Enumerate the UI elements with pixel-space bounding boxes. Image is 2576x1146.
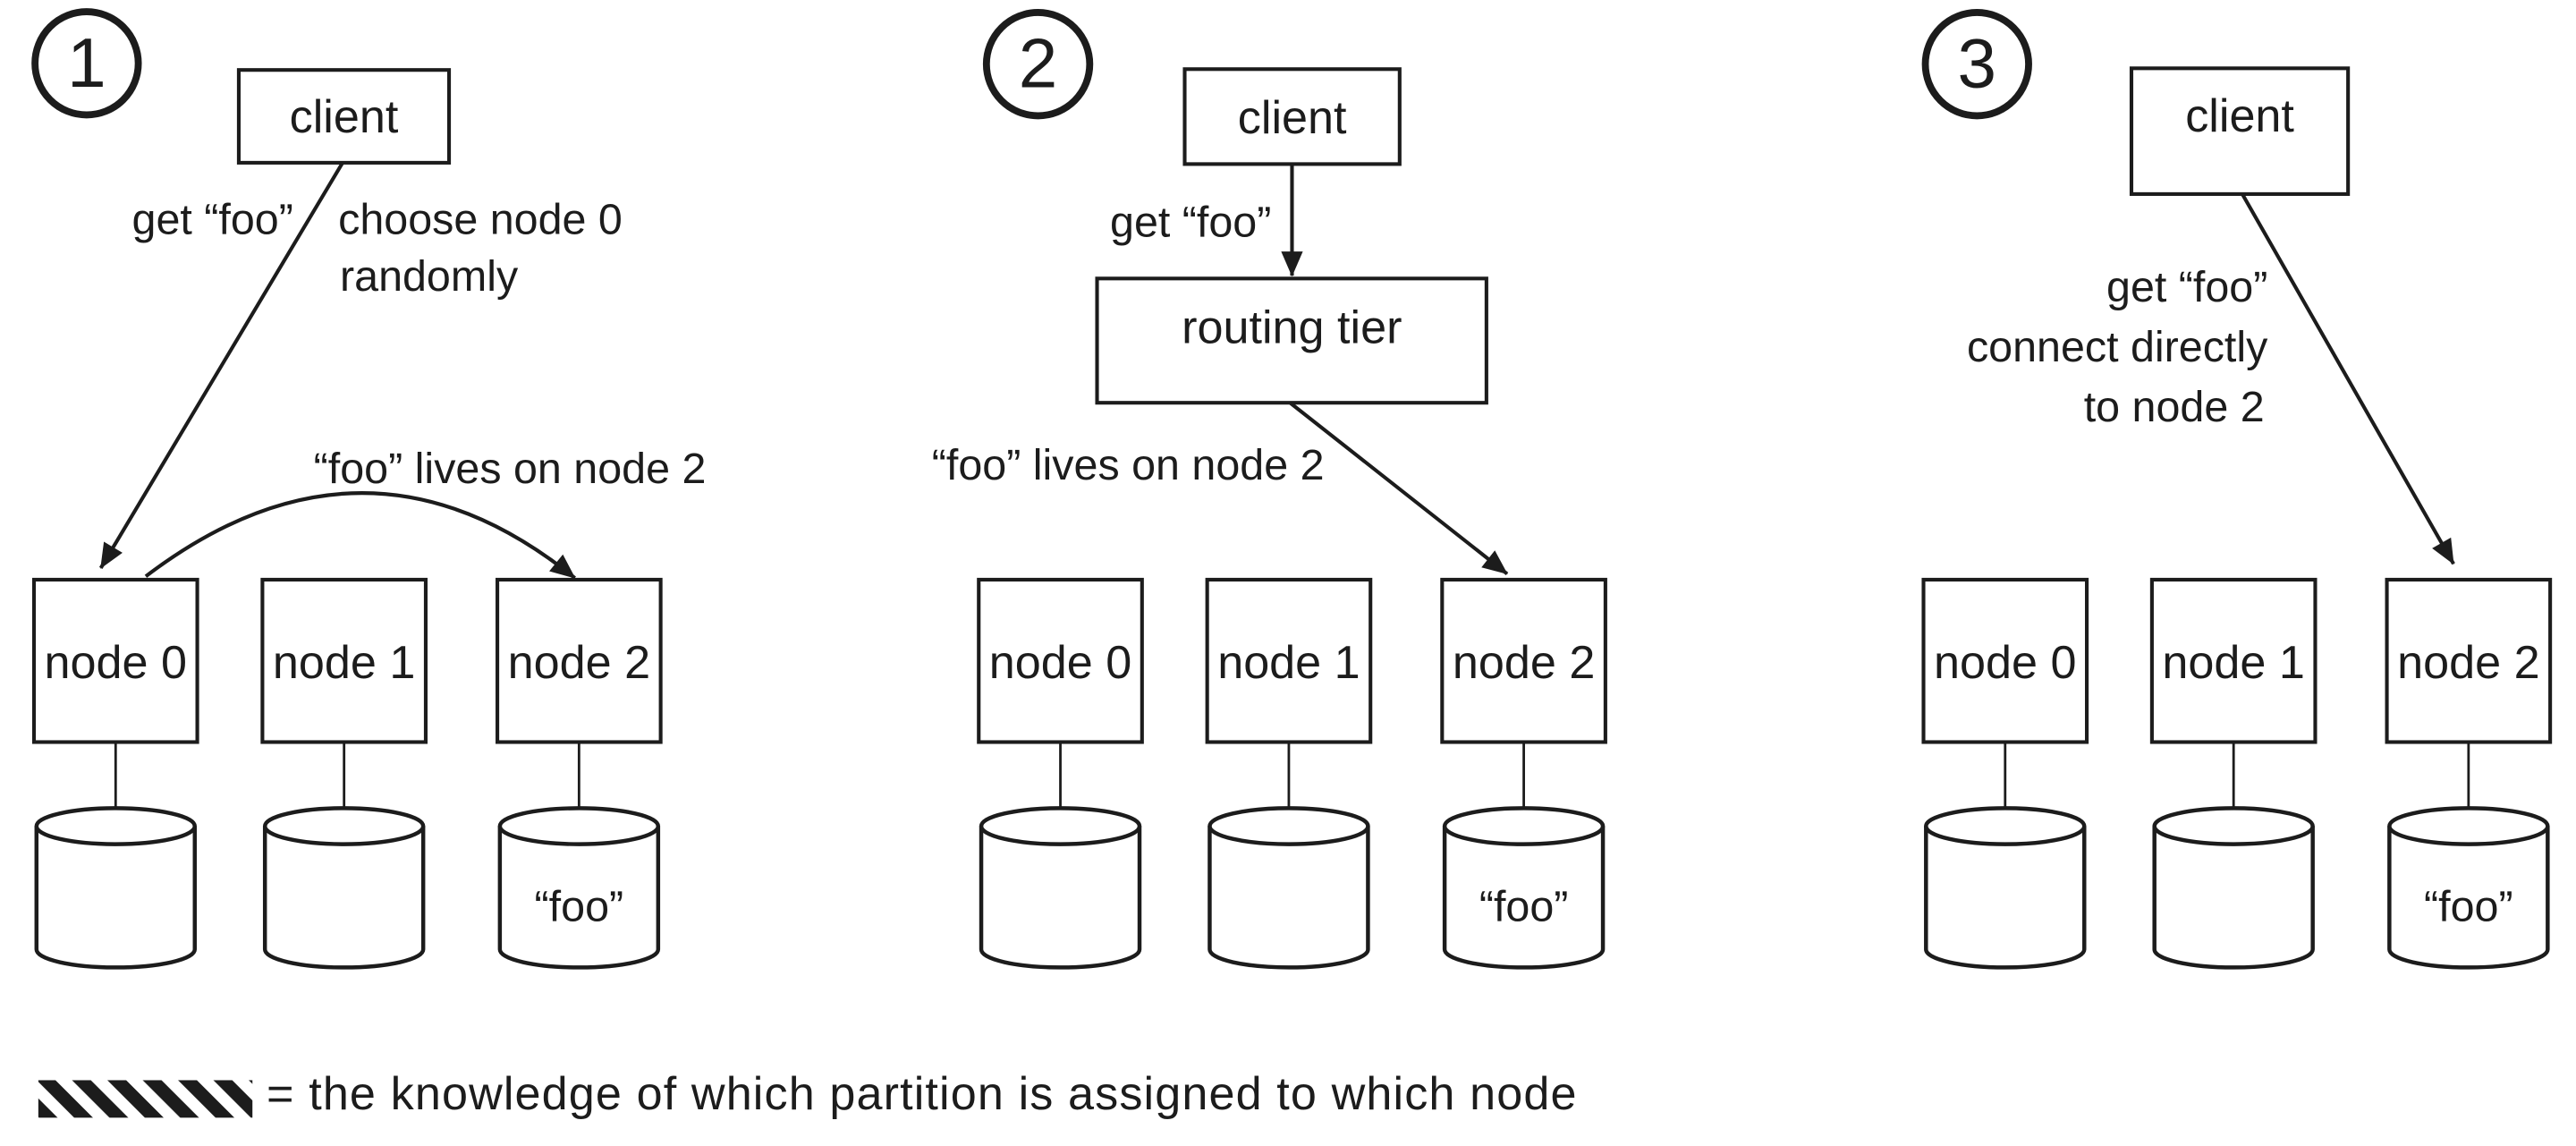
database-cylinder-icon [1442,806,1606,970]
legend: = the knowledge of which partition is as… [38,1068,1578,1120]
node-box [2385,577,2553,744]
client-label: client [1238,92,1347,144]
forward-arrow [144,491,576,580]
node-box [496,577,663,744]
node-label: node 2 [2397,637,2539,689]
client-label: client [290,91,399,143]
routing-tier: routing tier [1095,276,1488,405]
step-3-circle-icon [1921,9,2032,120]
node-label: node 0 [989,637,1131,689]
node-label: node 0 [45,637,187,689]
routing-tier-box [1095,276,1488,405]
node-0: node 0 [977,577,1144,970]
step-3-number: 3 [1958,24,1997,103]
stored-key-label: “foo” [535,883,624,931]
forward-label: “foo” lives on node 2 [314,445,707,493]
step-1-circle-icon [31,8,142,119]
database-cylinder-icon [979,806,1142,970]
step-2-circle-icon [982,9,1094,120]
node-1: node 1 [260,577,428,970]
annotation-line-1: connect directly [1967,323,2268,371]
database-cylinder-icon [2152,806,2315,970]
client: client [2129,66,2351,196]
database-cylinder-icon [1208,806,1370,970]
node-box [1921,577,2089,744]
node-box [977,577,1144,744]
node-label: node 2 [1453,637,1595,689]
node-label: node 2 [508,637,650,689]
node-box [1440,577,1607,744]
node-2: node 2 “foo” [496,577,663,970]
node-label: node 0 [1934,637,2076,689]
node-0: node 0 [31,577,199,970]
node-box [2149,577,2318,744]
step-1-number: 1 [67,23,106,102]
annotation-line-2: to node 2 [2084,383,2265,431]
database-cylinder-icon [262,806,426,970]
node-box [1205,577,1373,744]
database-cylinder-icon [1924,806,2087,970]
panel-1-random-node: 1 client get “foo” choose node 0 randoml… [31,8,707,970]
database-cylinder-icon [497,806,661,970]
hatch-swatch-icon [38,1080,253,1118]
legend-text: = the knowledge of which partition is as… [267,1068,1578,1120]
node-label: node 1 [2162,637,2304,689]
node-1: node 1 [2149,577,2318,970]
routing-tier-label: routing tier [1182,302,1402,354]
request-label: get “foo” [1110,198,1271,246]
forward-arrow [1289,401,1509,576]
database-cylinder-icon [2387,806,2550,970]
annotation-line-2: randomly [340,252,519,301]
request-label: get “foo” [2106,263,2267,311]
database-cylinder-icon [34,806,198,970]
node-1: node 1 [1205,577,1373,970]
node-label: node 1 [273,637,415,689]
step-2-number: 2 [1019,24,1058,103]
stored-key-label: “foo” [1479,883,1569,931]
client-box [236,68,452,165]
node-box [260,577,428,744]
panel-2-routing-tier: 2 client get “foo” routing tier “foo” li… [932,9,1607,970]
request-arrow [98,161,344,569]
node-label: node 1 [1217,637,1360,689]
node-0: node 0 [1921,577,2089,970]
request-label: get “foo” [132,196,293,244]
client-label: client [2185,90,2294,142]
client-box [2129,66,2351,196]
request-arrow [2241,193,2455,565]
node-2: node 2 “foo” [1440,577,1607,970]
forward-label: “foo” lives on node 2 [932,441,1325,489]
node-2: node 2 “foo” [2385,577,2553,970]
stored-key-label: “foo” [2424,883,2513,931]
panel-3-partition-aware-client: 3 client get “foo” connect directly to n… [1921,9,2553,970]
annotation-line-1: choose node 0 [338,196,623,244]
